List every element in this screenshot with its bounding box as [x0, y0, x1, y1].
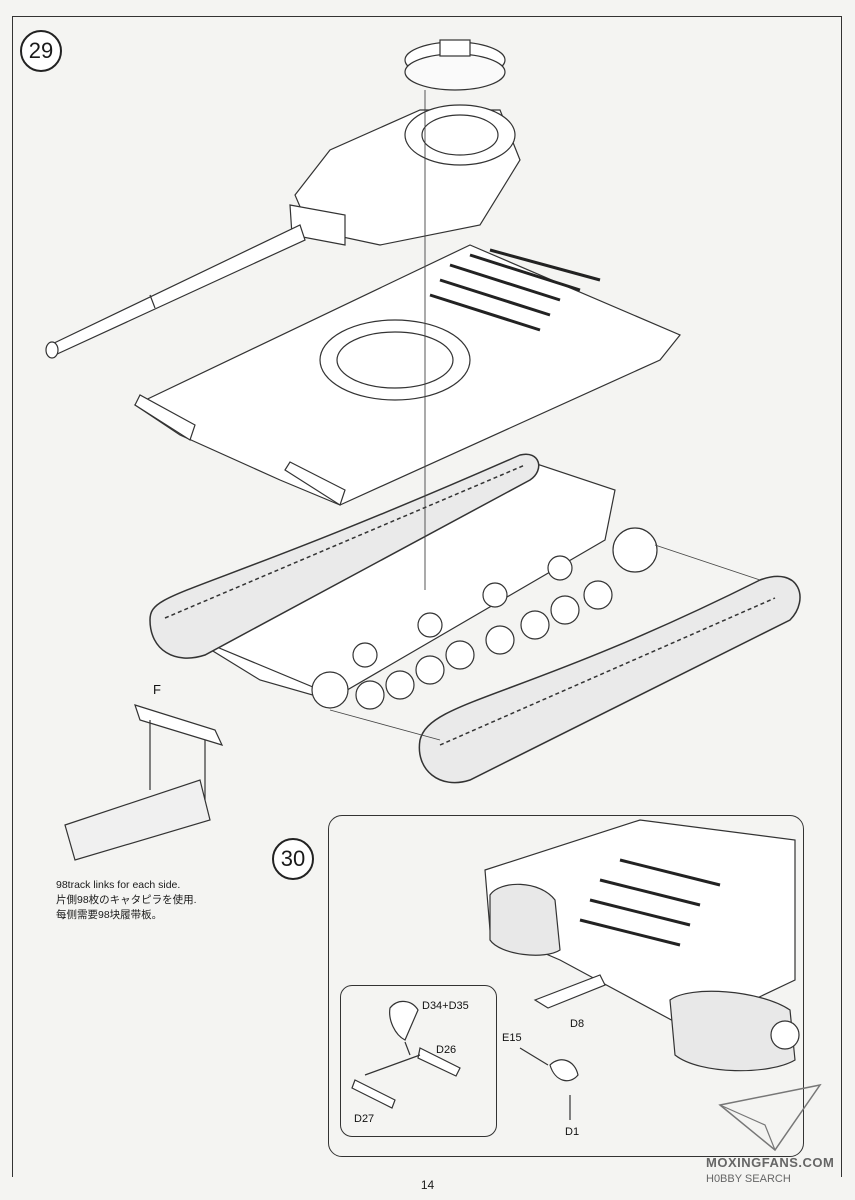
road-wheels	[311, 527, 658, 710]
gun-barrel	[45, 224, 306, 359]
assembly-guide-lines	[329, 90, 761, 741]
step-30-number: 30	[280, 846, 306, 871]
cupola-part	[404, 39, 506, 91]
step-30-inset	[328, 815, 804, 1157]
track-right	[418, 575, 801, 784]
part-label-d27: D27	[354, 1113, 375, 1125]
step-29-badge: 29	[20, 30, 62, 72]
track-part-label: F	[153, 682, 161, 697]
watermark-moxingfans: MOXINGFANS.COM	[706, 1155, 835, 1170]
track-links-note: 98track links for each side. 片側98枚のキャタピラ…	[56, 878, 197, 923]
track-link-detail	[64, 704, 224, 861]
step-29-number: 29	[28, 38, 54, 63]
part-label-d34-d35: D34+D35	[422, 1000, 469, 1012]
page-frame	[12, 16, 842, 1177]
track-left	[149, 453, 540, 659]
part-label-d1: D1	[565, 1126, 580, 1138]
hull-upper-part	[133, 244, 681, 506]
step-30-badge: 30	[272, 838, 314, 880]
part-label-d26: D26	[436, 1044, 457, 1056]
step-30-sub-inset	[340, 985, 497, 1137]
note-chinese: 每侧需要98块履带板。	[56, 909, 163, 921]
part-label-d8: D8	[570, 1018, 585, 1030]
watermark-hobbysearch: H0BBY SEARCH	[706, 1173, 791, 1185]
page-number: 14	[420, 1178, 435, 1192]
note-japanese: 片側98枚のキャタピラを使用.	[56, 894, 197, 906]
part-label-e15: E15	[502, 1032, 522, 1044]
note-english: 98track links for each side.	[56, 879, 181, 891]
turret-part	[289, 104, 521, 246]
